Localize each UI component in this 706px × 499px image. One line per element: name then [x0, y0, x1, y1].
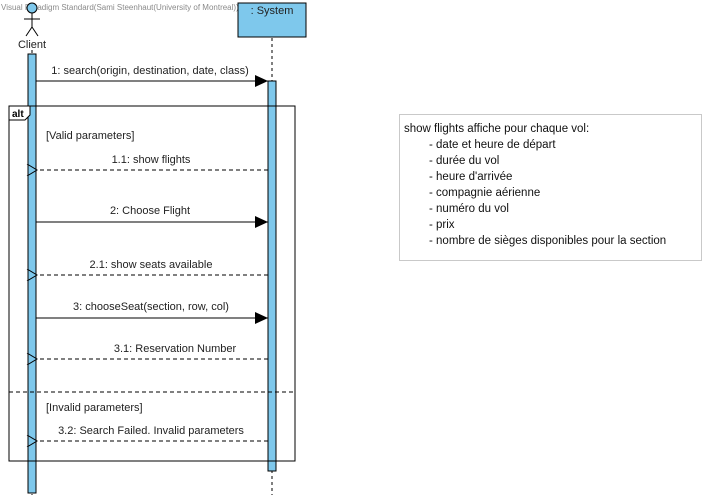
message-label: 3.1: Reservation Number — [114, 343, 237, 355]
note-item: - prix — [429, 219, 455, 231]
reply-show-seats[interactable]: 2.1: show seats available — [37, 259, 268, 275]
reply-show-flights[interactable]: 1.1: show flights — [37, 154, 268, 170]
system-lifeline-box[interactable] — [237, 2, 307, 38]
watermark-text: Visual Paradigm Standard(Sami Steenhaut(… — [1, 3, 239, 12]
note-item: - compagnie aérienne — [429, 187, 541, 199]
note-item: - numéro du vol — [429, 203, 509, 215]
message-label: 3.2: Search Failed. Invalid parameters — [58, 425, 244, 437]
message-choose-flight[interactable]: 2: Choose Flight — [36, 205, 268, 228]
guard-invalid-label: [Invalid parameters] — [46, 402, 143, 414]
message-label: 1.1: show flights — [112, 154, 191, 166]
guard-valid-label: [Valid parameters] — [46, 130, 134, 142]
note-item: - date et heure de départ — [429, 139, 556, 151]
message-search[interactable]: 1: search(origin, destination, date, cla… — [36, 65, 268, 87]
note-item: - heure d'arrivée — [429, 171, 513, 183]
message-label: 2: Choose Flight — [110, 205, 190, 217]
message-label: 3: chooseSeat(section, row, col) — [73, 301, 229, 313]
system-lifeline-label: : System — [251, 5, 294, 17]
note-title: show flights affiche pour chaque vol: — [404, 123, 590, 135]
note-show-flights[interactable]: show flights affiche pour chaque vol: - … — [399, 114, 702, 261]
message-choose-seat[interactable]: 3: chooseSeat(section, row, col) — [36, 301, 268, 324]
reply-search-failed[interactable]: 3.2: Search Failed. Invalid parameters — [37, 425, 268, 441]
alt-operator-label: alt — [12, 109, 24, 120]
alt-fragment — [8, 105, 296, 462]
client-activation-bar — [27, 53, 37, 494]
system-activation-bar — [267, 80, 277, 472]
actor-client[interactable] — [24, 2, 40, 37]
note-item: - durée du vol — [429, 155, 500, 167]
note-item: - nombre de sièges disponibles pour la s… — [429, 235, 667, 247]
message-label: 2.1: show seats available — [90, 259, 213, 271]
alt-fragment-tag — [8, 105, 31, 121]
actor-client-label: Client — [18, 39, 46, 51]
message-label: 1: search(origin, destination, date, cla… — [51, 65, 249, 77]
reply-reservation-number[interactable]: 3.1: Reservation Number — [37, 343, 268, 359]
